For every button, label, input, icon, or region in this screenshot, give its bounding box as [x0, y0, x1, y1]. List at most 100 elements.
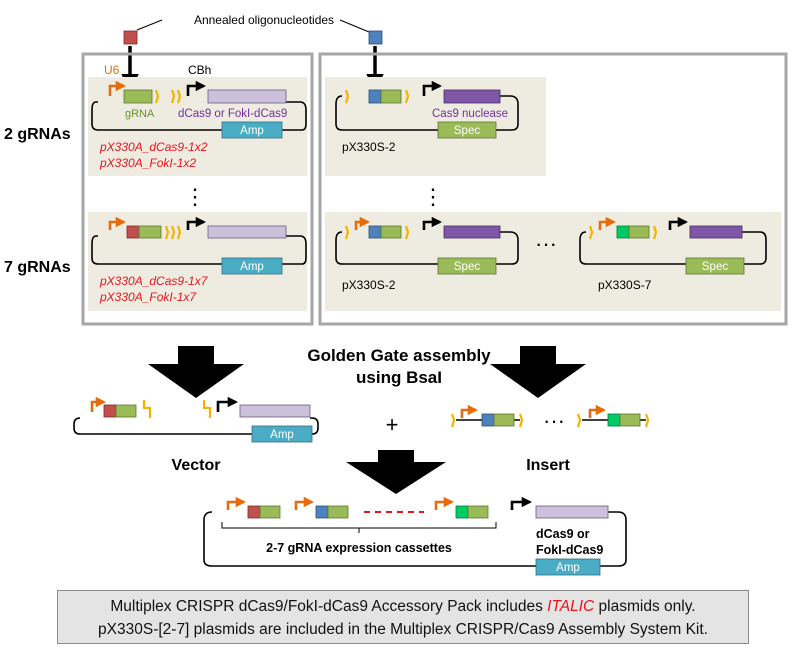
footer-line-1: Multiplex CRISPR dCas9/FokI-dCas9 Access… [58, 595, 748, 618]
plasmid-name-px330s-7: pX330S-7 [598, 278, 652, 292]
red-spacer [247, 505, 261, 519]
cbh-promoter-icon [186, 80, 207, 96]
cas9-gene [443, 89, 501, 104]
grna-scaffold [115, 404, 137, 418]
u6-promoter-icon [108, 216, 127, 230]
grna-scaffold [259, 505, 281, 519]
amp-label: Amp [240, 125, 264, 137]
amp-label: Amp [240, 261, 264, 273]
spec-label: Spec [454, 125, 480, 137]
vertical-dots-right: ⋮ [422, 184, 444, 209]
u6-label: U6 [104, 63, 120, 77]
assembly-arrow-left [148, 346, 244, 398]
final-plasmid: 2-7 gRNA expression cassettes dCas9 or F… [203, 496, 627, 576]
plasmid-px330a-1x2: U6 gRNA CBh dCas9 or FokI-dCas9 Amp pX33… [91, 63, 307, 170]
u6-promoter-icon [108, 80, 127, 96]
assembly-arrow-right [490, 346, 586, 398]
plasmid-px330s-2-top: Cas9 nuclease Spec pX330S-2 [335, 80, 519, 154]
annealed-oligos-label: Annealed oligonucleotides [194, 13, 334, 27]
u6-promoter-icon [460, 404, 479, 418]
grna-scaffold [493, 413, 515, 427]
blue-oligo [368, 30, 383, 45]
vector-label: Vector [172, 457, 221, 474]
cassette-bracket [221, 522, 497, 533]
amp-gene [221, 257, 283, 275]
cassettes-label: 2-7 gRNA expression cassettes [266, 541, 452, 555]
grna-label: gRNA [125, 108, 155, 120]
spec-gene [685, 257, 745, 275]
u6-promoter-icon [226, 496, 247, 510]
cas9-gene [689, 225, 743, 239]
amp-gene [221, 121, 283, 139]
right-gray-box [318, 52, 788, 326]
spec-label: Spec [702, 261, 728, 273]
footer-line-2: pX330S-[2-7] plasmids are included in th… [98, 621, 708, 638]
u6-promoter-icon [354, 216, 371, 230]
insert-label: Insert [526, 457, 570, 474]
row-label-7grnas: 7 gRNAs [4, 259, 71, 276]
footer-line1-after: plasmids only. [594, 598, 696, 615]
grna-scaffold [380, 89, 402, 104]
blue-spacer [481, 413, 495, 427]
amp-label: Amp [556, 562, 580, 574]
bsai-site-icon [142, 400, 152, 418]
bsai-site-icon [404, 89, 410, 104]
oligo-leader-left [136, 19, 163, 31]
red-oligo [123, 30, 138, 45]
spec-label: Spec [454, 261, 480, 273]
plasmid-name-dcas9-1x7: pX330A_dCas9-1x7 [99, 274, 209, 288]
green-spacer [616, 225, 630, 239]
final-assembly-arrow [346, 450, 446, 494]
u6-promoter-icon [588, 404, 607, 418]
bsai-site-icon [518, 413, 524, 428]
amp-label: Amp [270, 429, 294, 441]
assembly-title-line2: using BsaI [356, 368, 442, 387]
footer-line1-italic: ITALIC [547, 598, 595, 615]
plasmid-name-px330s-2-b: pX330S-2 [342, 278, 396, 292]
spec-gene [437, 257, 497, 275]
right-panel-2grna [325, 77, 546, 176]
blue-spacer [368, 89, 382, 104]
amp-gene [251, 425, 313, 443]
horizontal-dots-right-box: ··· [535, 231, 557, 256]
cbh-promoter-icon [422, 80, 443, 96]
grna-scaffold [138, 225, 162, 239]
red-spacer [103, 404, 117, 418]
plasmid-px330a-1x7: Amp pX330A_dCas9-1x7 pX330A_FokI-1x7 [91, 216, 307, 304]
bsai-site-icon [652, 225, 658, 240]
cas9-nuclease-label: Cas9 nuclease [432, 108, 508, 120]
insert-fragment-1 [450, 404, 524, 428]
cbh-label: CBh [188, 63, 211, 77]
oligo-leader-right [339, 19, 370, 33]
u6-promoter-icon [294, 496, 315, 510]
insert-fragment-2 [576, 404, 650, 428]
bsai-site-icon [154, 89, 182, 104]
final-cas-label-line2: FokI-dCas9 [536, 543, 603, 557]
cbh-promoter-icon [510, 496, 533, 510]
plasmid-px330s-7: Spec pX330S-7 [579, 216, 767, 292]
plasmid-name-foki-1x2: pX330A_FokI-1x2 [99, 156, 196, 170]
bsai-site-icon [202, 400, 212, 418]
plus-sign: + [386, 412, 399, 437]
spec-gene [437, 121, 497, 139]
bsai-site-icon [404, 225, 410, 240]
assembly-title-line1: Golden Gate assembly [307, 346, 491, 365]
dcas9-label: dCas9 or FokI-dCas9 [178, 108, 287, 120]
green-spacer [607, 413, 621, 427]
cbh-promoter-icon [186, 216, 207, 230]
left-gray-box [81, 52, 314, 326]
vector-fragment: Amp [73, 396, 319, 443]
u6-promoter-icon [434, 496, 455, 510]
grna-scaffold [380, 225, 402, 239]
grna-scaffold [628, 225, 650, 239]
bsai-site-icon [588, 225, 594, 240]
dcas9-gene [207, 89, 287, 104]
dcas9-gene [239, 404, 311, 418]
bsai-site-icon [344, 89, 350, 104]
grna-scaffold [123, 89, 153, 104]
bsai-site-icon [576, 413, 582, 428]
u6-promoter-icon [598, 216, 617, 230]
final-cas-label-line1: dCas9 or [536, 527, 590, 541]
plasmid-px330s-2-bottom: Spec pX330S-2 [335, 216, 519, 292]
